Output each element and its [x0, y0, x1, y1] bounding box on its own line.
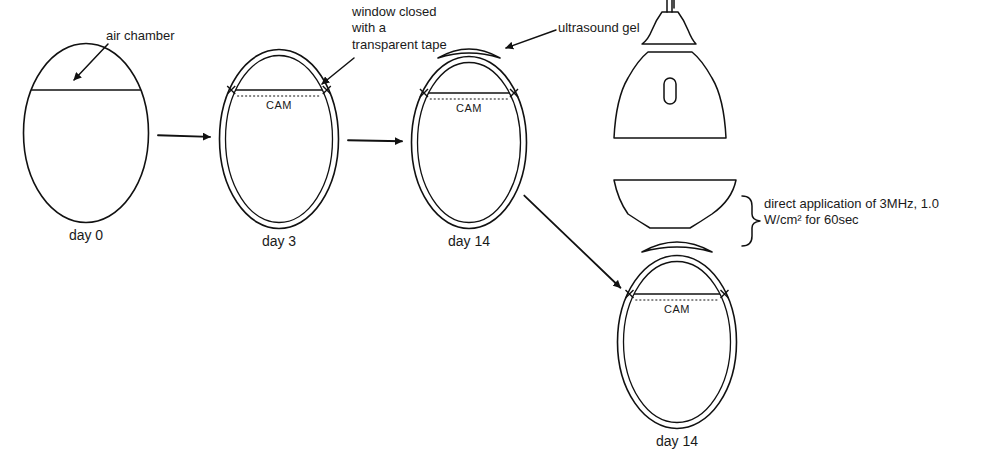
egg: CAMday 3 — [218, 48, 340, 230]
region-label: CAM — [266, 99, 292, 111]
probe-handle — [642, 12, 696, 44]
egg-outline — [410, 55, 528, 230]
egg: CAMday 14 — [410, 55, 528, 230]
probe-slot — [664, 78, 676, 104]
callout-label: window closed with a transparent tape — [352, 4, 448, 53]
probe-body — [614, 52, 726, 138]
day-label: day 0 — [69, 227, 103, 243]
probe-cable — [667, 0, 674, 12]
egg: day 0 — [22, 42, 150, 224]
day-label: day 14 — [656, 433, 698, 449]
callout-label: air chamber — [106, 28, 216, 44]
egg: CAMday 14 — [616, 254, 738, 430]
sequence-arrow — [158, 135, 210, 137]
egg-outline — [616, 254, 738, 430]
gel-layer — [642, 242, 712, 252]
leader-line — [506, 30, 556, 48]
callout-label: direct application of 3MHz, 1.0 W/cm² fo… — [764, 196, 948, 229]
callout-label: ultrasound gel — [558, 20, 678, 36]
sequence-arrow — [524, 196, 620, 288]
day-label: day 3 — [262, 233, 296, 249]
region-label: CAM — [664, 303, 690, 315]
probe-head — [614, 180, 736, 228]
sequence-arrow — [348, 139, 402, 142]
egg-outline — [22, 42, 150, 224]
region-label: CAM — [456, 102, 482, 114]
leader-line — [74, 44, 108, 80]
day-label: day 14 — [448, 233, 490, 249]
egg-outline — [218, 48, 340, 230]
leader-line — [322, 58, 354, 84]
brace — [742, 196, 760, 246]
